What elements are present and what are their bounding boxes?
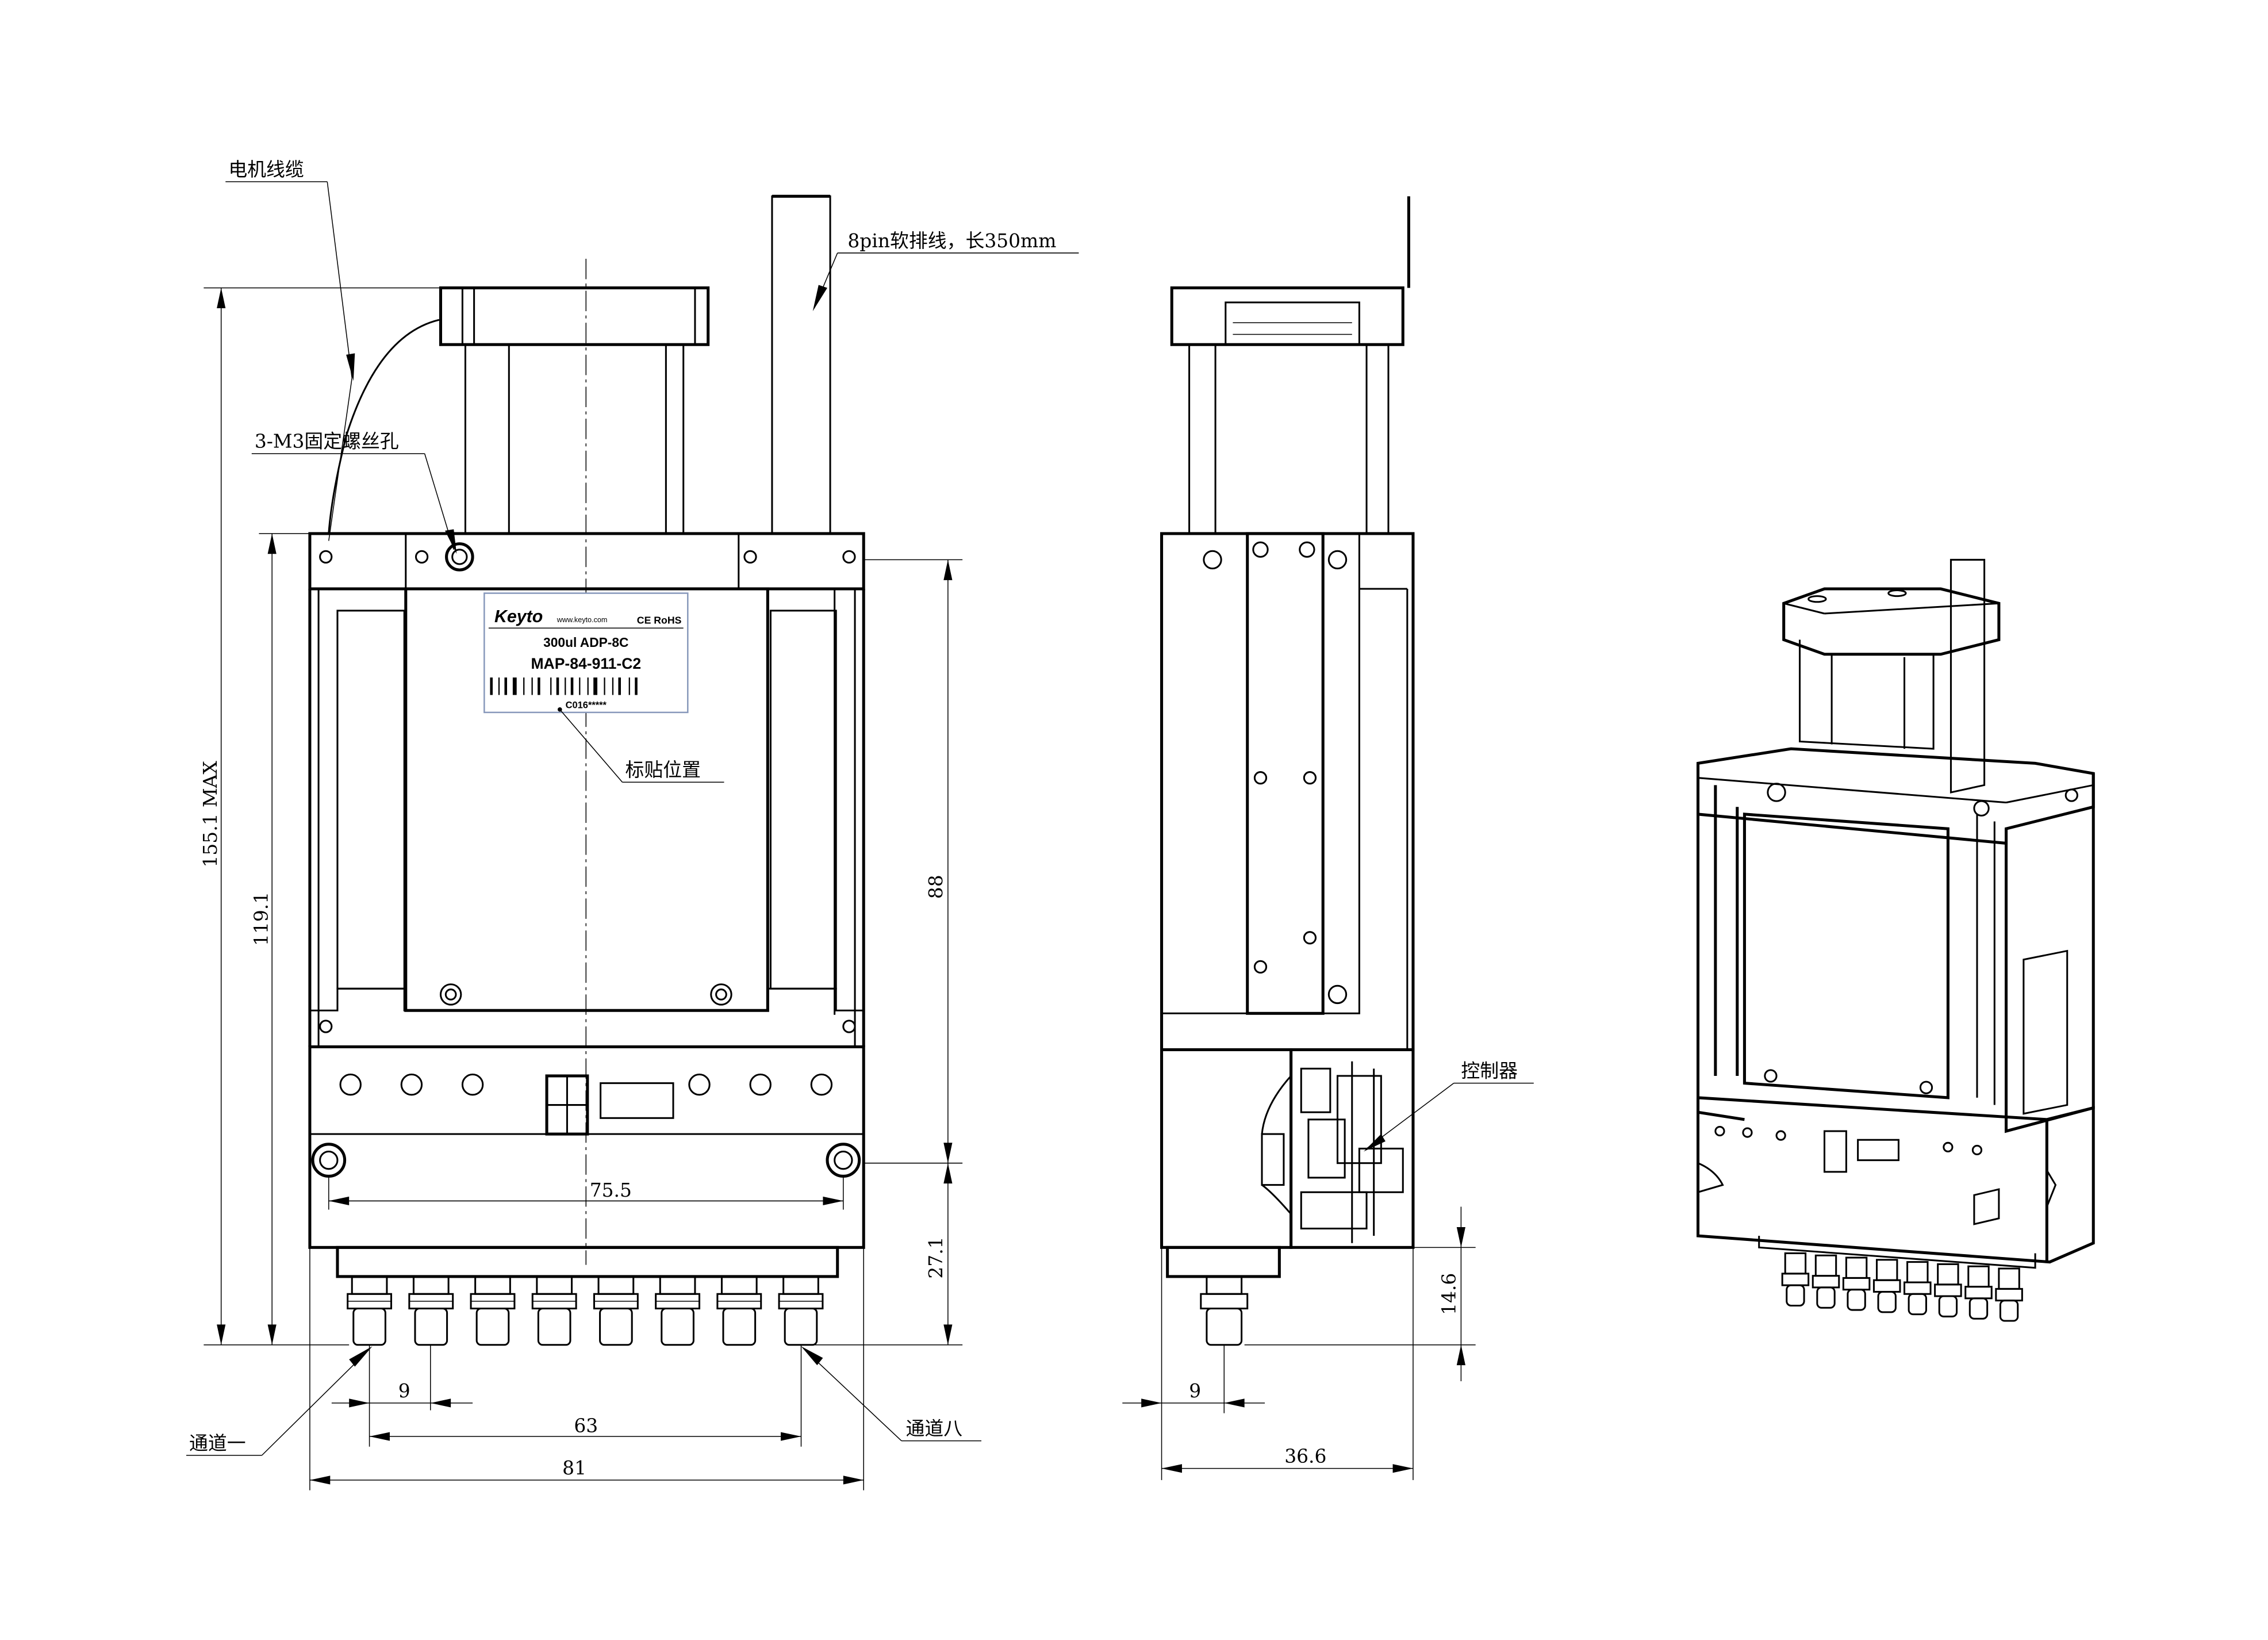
barcode-bar bbox=[593, 677, 598, 695]
nozzle-row bbox=[347, 1275, 824, 1346]
iso-nozzle-row bbox=[1781, 1252, 2023, 1322]
barcode-bar bbox=[612, 677, 614, 695]
callout-motor-cable: 电机线缆 bbox=[228, 158, 304, 181]
callout-channel-eight: 通道八 bbox=[906, 1417, 963, 1440]
iso-nozzle bbox=[1842, 1256, 1871, 1311]
iso-nozzle bbox=[1872, 1259, 1901, 1313]
nozzle bbox=[470, 1275, 516, 1346]
dim-overall-height: 155.1 MAX bbox=[199, 761, 221, 868]
barcode-bar bbox=[504, 677, 508, 695]
dim-side-nozzle-offset: 9 bbox=[1189, 1380, 1201, 1402]
iso-nozzle bbox=[1995, 1267, 2023, 1322]
front-dimensions: 155.1 MAX 119.1 88 27.1 75.5 9 63 bbox=[199, 287, 963, 1490]
barcode-bar bbox=[628, 677, 630, 695]
iso-nozzle bbox=[1904, 1261, 1932, 1316]
motor-body-side bbox=[1188, 343, 1390, 535]
callout-channel-one: 通道一 bbox=[189, 1432, 246, 1454]
dim-nozzle-length: 14.6 bbox=[1437, 1273, 1460, 1315]
barcode-bar bbox=[523, 677, 525, 695]
isometric-view bbox=[1696, 558, 2095, 1322]
main-body bbox=[308, 587, 865, 1047]
label-serial: C016***** bbox=[566, 700, 607, 710]
barcode-bar bbox=[604, 677, 605, 695]
dim-overall-width: 81 bbox=[562, 1457, 586, 1479]
motor-flange-side bbox=[1170, 286, 1404, 346]
barcode-bar bbox=[531, 677, 533, 695]
barcode-bar bbox=[618, 677, 621, 695]
iso-lower-block bbox=[1696, 1096, 2095, 1264]
motor-connector bbox=[1225, 301, 1360, 346]
nozzle bbox=[593, 1275, 639, 1346]
controller-detail bbox=[1261, 1061, 1404, 1243]
nozzle bbox=[408, 1275, 454, 1346]
iso-motor-flange bbox=[1782, 587, 2001, 656]
label-certs: CE RoHS bbox=[637, 615, 682, 626]
barcode-bar bbox=[538, 677, 540, 695]
nozzle bbox=[531, 1275, 577, 1346]
motor-cable-line bbox=[328, 319, 440, 534]
side-nozzle bbox=[1200, 1275, 1249, 1346]
dim-hole-spacing: 75.5 bbox=[590, 1179, 632, 1201]
front-callouts: 电机线缆 3-M3固定螺丝孔 8pin软排线，长350mm 标贴位置 通道一 通… bbox=[186, 158, 1079, 1456]
barcode-bar bbox=[587, 677, 589, 695]
lower-block bbox=[308, 1045, 865, 1278]
callout-label-position: 标贴位置 bbox=[625, 758, 701, 781]
side-screws bbox=[1203, 541, 1348, 1005]
base-plate bbox=[336, 1246, 839, 1278]
dim-nozzle-span: 63 bbox=[574, 1414, 598, 1436]
iso-nozzle bbox=[1781, 1252, 1810, 1306]
iso-side-plate bbox=[2023, 949, 2069, 1115]
callout-controller: 控制器 bbox=[1461, 1060, 1518, 1082]
indicator-window bbox=[600, 1082, 674, 1119]
dim-body-height: 119.1 bbox=[250, 892, 273, 946]
label-brand: Keyto bbox=[494, 607, 543, 626]
front-view: Keyto www.keyto.com CE RoHS 300ul ADP-8C… bbox=[186, 158, 1079, 1490]
barcode-bar bbox=[498, 677, 500, 695]
stepper-motor bbox=[328, 286, 710, 535]
barcode bbox=[490, 677, 638, 695]
barcode-bar bbox=[550, 677, 552, 695]
iso-nozzle bbox=[1964, 1265, 1993, 1320]
front-cover-plate bbox=[404, 587, 769, 1012]
dim-upper-height: 88 bbox=[924, 875, 947, 899]
callout-mount-holes: 3-M3固定螺丝孔 bbox=[255, 430, 399, 453]
nozzle bbox=[778, 1275, 824, 1346]
label-model: 300ul ADP-8C bbox=[543, 635, 628, 650]
iso-front-cover bbox=[1743, 813, 1950, 1099]
nozzle bbox=[716, 1275, 762, 1346]
iso-ribbon-cable bbox=[1950, 558, 1986, 794]
side-plate bbox=[1246, 532, 1325, 1015]
barcode-bar bbox=[579, 677, 581, 695]
ribbon-cable bbox=[771, 195, 831, 535]
barcode-bar bbox=[490, 677, 493, 695]
callout-ribbon-cable: 8pin软排线，长350mm bbox=[847, 229, 1056, 252]
iso-nozzle bbox=[1934, 1263, 1962, 1317]
iso-top-plate bbox=[1696, 747, 2095, 845]
side-view: 36.6 9 14.6 控制器 bbox=[1122, 196, 1534, 1480]
mount-hole bbox=[445, 542, 474, 572]
dim-lower-height: 27.1 bbox=[924, 1236, 947, 1278]
body-side bbox=[1160, 532, 1415, 1052]
nozzle bbox=[347, 1275, 393, 1346]
product-label: Keyto www.keyto.com CE RoHS 300ul ADP-8C… bbox=[483, 592, 689, 714]
label-website: www.keyto.com bbox=[557, 616, 608, 624]
barcode-bar bbox=[556, 677, 559, 695]
barcode-bar bbox=[512, 677, 517, 695]
iso-nozzle bbox=[1812, 1254, 1840, 1309]
controller-board bbox=[1290, 1048, 1415, 1249]
top-plate bbox=[308, 532, 865, 591]
nozzle bbox=[655, 1275, 701, 1346]
dim-nozzle-pitch: 9 bbox=[398, 1380, 410, 1402]
barcode-bar bbox=[565, 677, 566, 695]
barcode-bar bbox=[570, 677, 574, 695]
port-holes bbox=[339, 1073, 833, 1096]
label-part-number: MAP-84-911-C2 bbox=[531, 655, 641, 672]
dim-side-depth: 36.6 bbox=[1284, 1445, 1326, 1467]
barcode-bar bbox=[635, 677, 638, 695]
